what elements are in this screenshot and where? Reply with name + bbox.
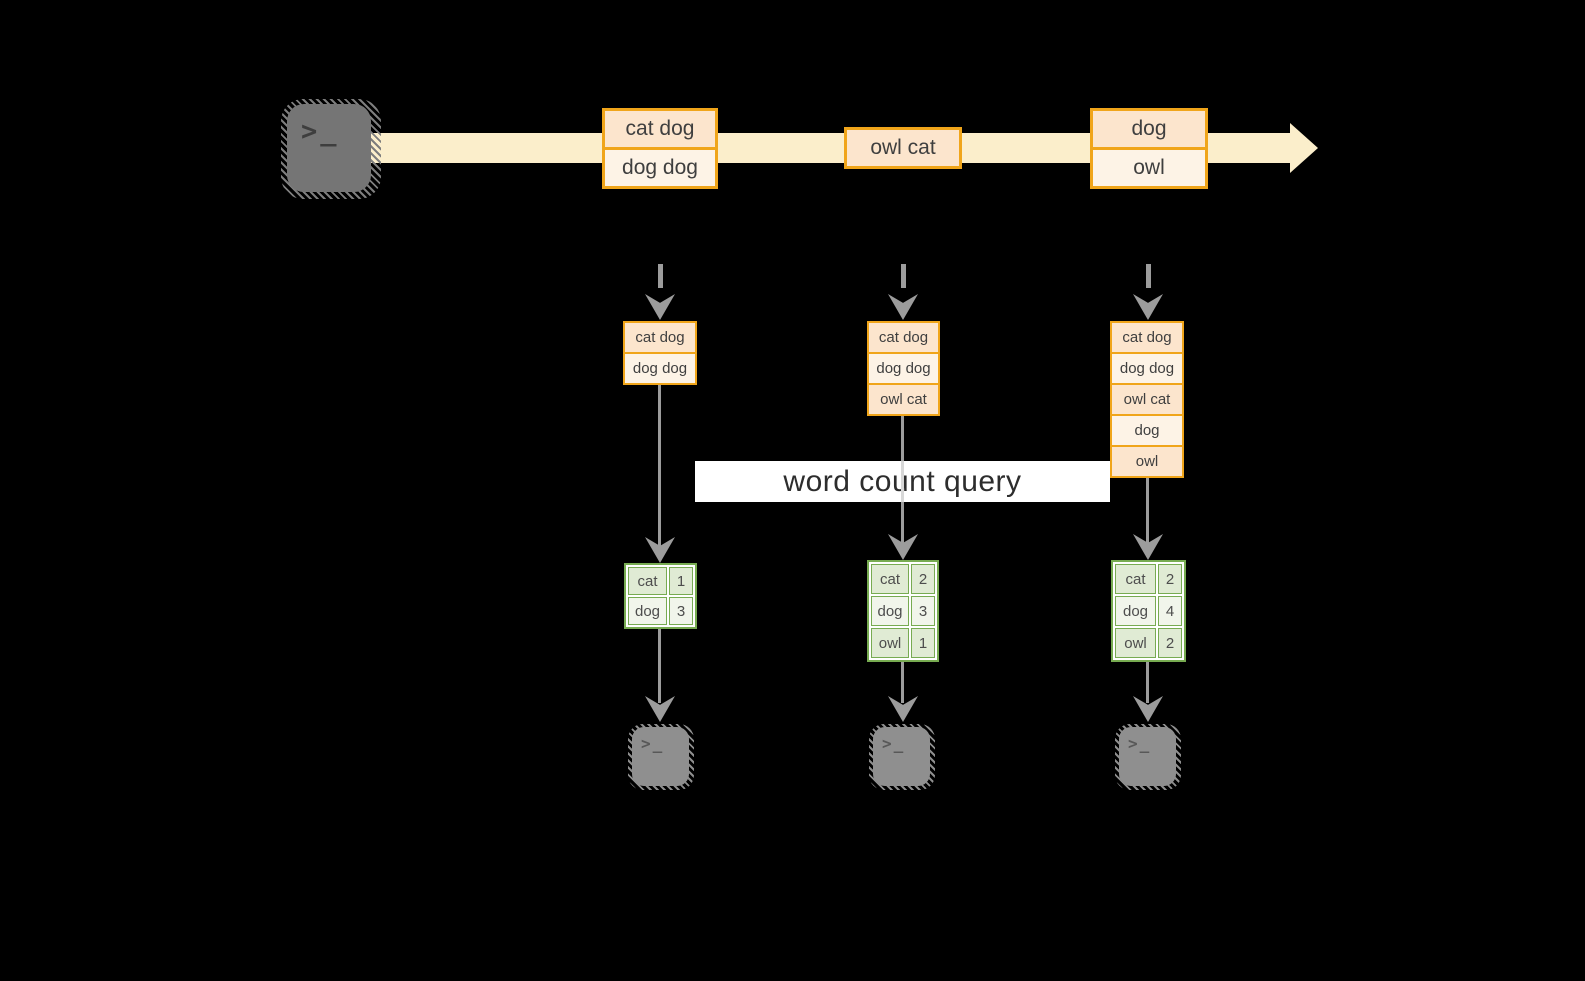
buffer-row: owl	[1112, 445, 1182, 476]
output-terminal-icon-1: >_	[628, 724, 694, 790]
count-cell: 2	[911, 564, 935, 594]
count-cell: 4	[1158, 596, 1182, 626]
terminal-prompt-glyph: >_	[641, 734, 665, 753]
count-cell: 1	[911, 628, 935, 658]
count-cell: 3	[669, 597, 693, 625]
stream-batch-3: dog owl	[1090, 108, 1208, 189]
count-cell: 1	[669, 567, 693, 595]
terminal-body: >_	[287, 104, 371, 192]
dashed-arrow-line	[658, 264, 663, 288]
input-buffer-3: cat dog dog dog owl cat dog owl	[1110, 321, 1184, 478]
arrow-through-label	[901, 461, 904, 502]
count-cell: 2	[1158, 564, 1182, 594]
stream-batch-1: cat dog dog dog	[602, 108, 718, 189]
dashed-arrow-head	[645, 294, 675, 320]
batch-line: owl	[1093, 147, 1205, 186]
word-cell: owl	[1115, 628, 1156, 658]
terminal-prompt-glyph: >_	[882, 734, 906, 753]
flow-arrow-line	[658, 385, 661, 546]
batch-line: cat dog	[605, 111, 715, 147]
batch-line: dog	[1093, 111, 1205, 147]
buffer-row: dog dog	[1112, 352, 1182, 383]
dashed-arrow-head	[1133, 294, 1163, 320]
input-buffer-2: cat dog dog dog owl cat	[867, 321, 940, 416]
word-cell: dog	[871, 596, 909, 626]
result-table-2: cat 2 dog 3 owl 1	[867, 560, 939, 662]
terminal-body: >_	[873, 727, 930, 786]
output-terminal-icon-2: >_	[869, 724, 935, 790]
buffer-row: dog dog	[869, 352, 938, 383]
terminal-body: >_	[1119, 727, 1176, 786]
buffer-row: cat dog	[625, 323, 695, 352]
stream-batch-2: owl cat	[844, 127, 962, 169]
input-buffer-1: cat dog dog dog	[623, 321, 697, 385]
terminal-prompt-glyph: >_	[301, 116, 340, 147]
count-cell: 2	[1158, 628, 1182, 658]
buffer-row: cat dog	[1112, 323, 1182, 352]
source-terminal-icon: >_	[281, 99, 381, 199]
batch-line: dog dog	[605, 147, 715, 186]
dashed-arrow-head	[888, 294, 918, 320]
dashed-arrow-line	[901, 264, 906, 288]
result-table-1: cat 1 dog 3	[624, 563, 697, 629]
terminal-body: >_	[632, 727, 689, 786]
result-table-3: cat 2 dog 4 owl 2	[1111, 560, 1186, 662]
word-cell: cat	[628, 567, 667, 595]
output-terminal-icon-3: >_	[1115, 724, 1181, 790]
word-cell: cat	[871, 564, 909, 594]
stream-arrowhead	[1290, 123, 1318, 173]
flow-arrow-line	[1146, 656, 1149, 703]
terminal-prompt-glyph: >_	[1128, 734, 1152, 753]
flow-arrow-line	[901, 656, 904, 703]
word-cell: dog	[1115, 596, 1156, 626]
buffer-row: owl cat	[869, 383, 938, 414]
count-cell: 3	[911, 596, 935, 626]
batch-line: owl cat	[847, 130, 959, 166]
word-cell: owl	[871, 628, 909, 658]
word-cell: cat	[1115, 564, 1156, 594]
flow-arrow-line	[658, 627, 661, 703]
buffer-row: owl cat	[1112, 383, 1182, 414]
dashed-arrow-line	[1146, 264, 1151, 288]
buffer-row: dog	[1112, 414, 1182, 445]
buffer-row: dog dog	[625, 352, 695, 383]
word-cell: dog	[628, 597, 667, 625]
flow-arrow-line	[1146, 478, 1149, 543]
buffer-row: cat dog	[869, 323, 938, 352]
